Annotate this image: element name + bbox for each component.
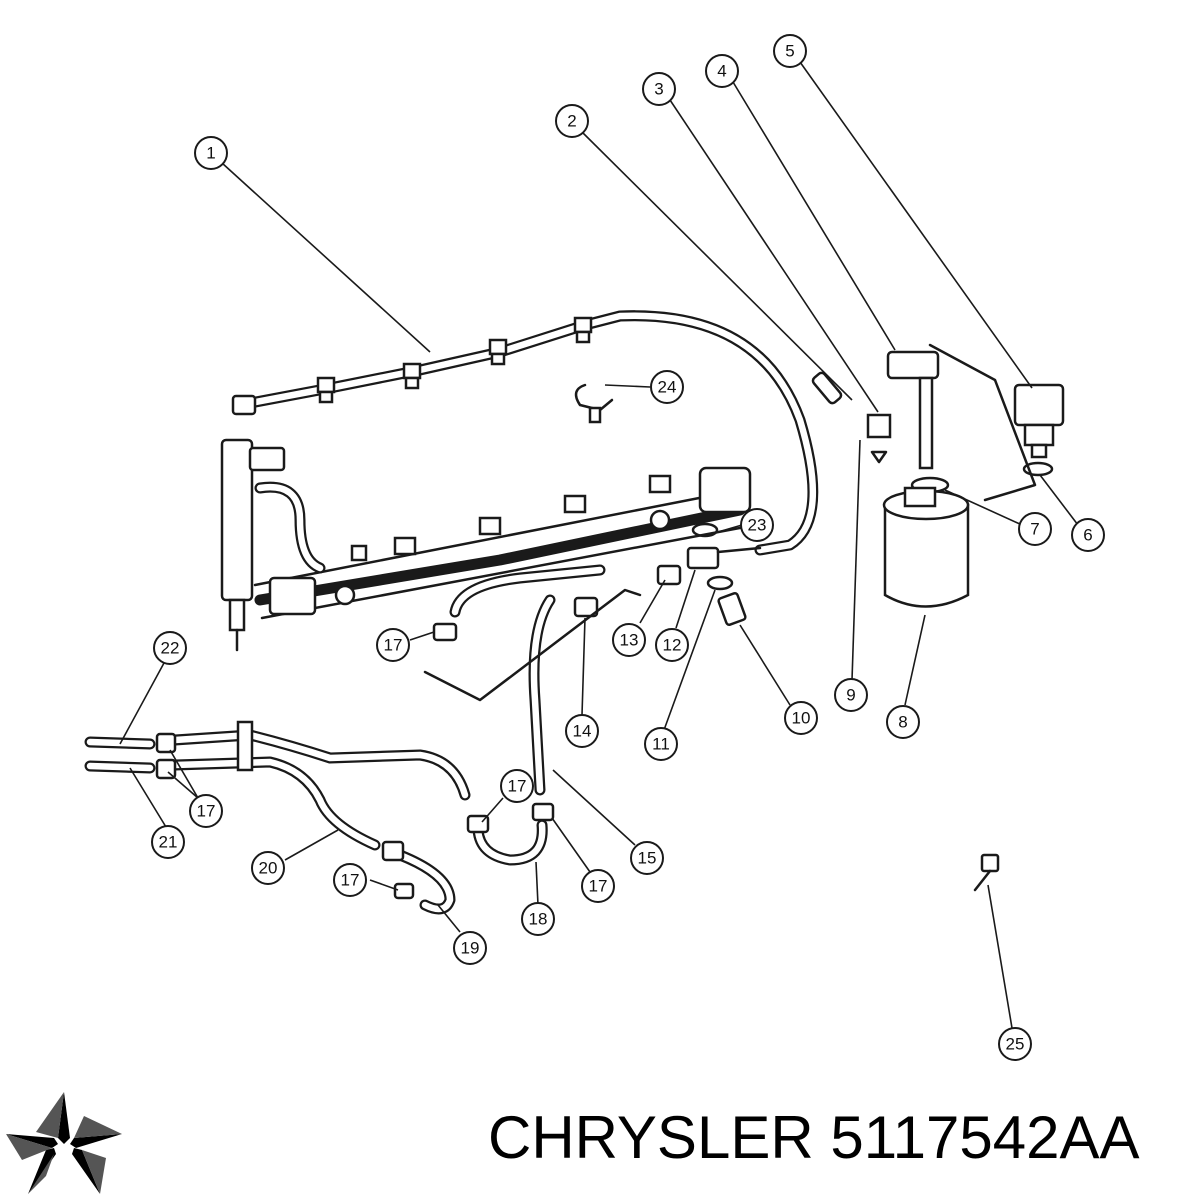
fuel-injector bbox=[220, 438, 286, 652]
callout-19: 19 bbox=[453, 931, 487, 965]
callout-1: 1 bbox=[194, 136, 228, 170]
callout-label: 5 bbox=[785, 42, 794, 61]
callout-label: 18 bbox=[529, 910, 548, 929]
brand-name: CHRYSLER bbox=[488, 1104, 814, 1171]
part-number: 5117542AA bbox=[830, 1104, 1140, 1171]
callout-label: 19 bbox=[461, 939, 480, 958]
callout-17b: 17 bbox=[189, 794, 223, 828]
callout-label: 13 bbox=[620, 631, 639, 650]
callout-24: 24 bbox=[650, 370, 684, 404]
callout-label: 6 bbox=[1083, 526, 1092, 545]
bolt-25 bbox=[973, 853, 1000, 892]
leader-lines bbox=[119, 61, 1079, 1029]
callout-label: 17 bbox=[384, 636, 403, 655]
callout-12: 12 bbox=[655, 628, 689, 662]
callout-label: 1 bbox=[206, 144, 215, 163]
callout-label: 14 bbox=[573, 722, 592, 741]
callout-label: 4 bbox=[717, 62, 726, 81]
callout-11: 11 bbox=[644, 727, 678, 761]
callout-label: 2 bbox=[567, 112, 576, 131]
callout-label: 21 bbox=[159, 833, 178, 852]
callout-8: 8 bbox=[886, 705, 920, 739]
callout-21: 21 bbox=[151, 825, 185, 859]
callout-label: 11 bbox=[652, 735, 670, 754]
callout-10: 10 bbox=[784, 701, 818, 735]
callout-4: 4 bbox=[705, 54, 739, 88]
clip-24 bbox=[574, 383, 614, 424]
callout-14: 14 bbox=[565, 714, 599, 748]
callout-label: 17 bbox=[589, 877, 608, 896]
callout-label: 9 bbox=[846, 686, 855, 705]
callout-17c: 17 bbox=[500, 769, 534, 803]
hose-connector-2 bbox=[811, 371, 843, 405]
callout-15: 15 bbox=[630, 841, 664, 875]
callout-label: 17 bbox=[341, 871, 360, 890]
callout-label: 15 bbox=[638, 849, 657, 868]
callout-17a: 17 bbox=[376, 628, 410, 662]
callout-23: 23 bbox=[740, 508, 774, 542]
callout-label: 22 bbox=[161, 639, 180, 658]
fitting-12 bbox=[686, 522, 762, 626]
callout-20: 20 bbox=[251, 851, 285, 885]
callout-17e: 17 bbox=[333, 863, 367, 897]
callout-label: 8 bbox=[898, 713, 907, 732]
fuel-return-line bbox=[231, 310, 819, 556]
fuel-filter bbox=[882, 476, 970, 608]
supply-lines bbox=[423, 564, 682, 796]
callout-label: 17 bbox=[508, 777, 527, 796]
callout-label: 17 bbox=[197, 802, 216, 821]
callout-label: 12 bbox=[663, 636, 682, 655]
sensor-assembly bbox=[866, 343, 1037, 502]
callout-label: 23 bbox=[748, 516, 767, 535]
callout-label: 7 bbox=[1030, 520, 1039, 539]
callout-label: 25 bbox=[1006, 1035, 1025, 1054]
callout-label: 24 bbox=[658, 378, 677, 397]
callout-6: 6 bbox=[1071, 518, 1105, 552]
callout-9: 9 bbox=[834, 678, 868, 712]
callout-18: 18 bbox=[521, 902, 555, 936]
pentastar-logo-icon bbox=[6, 1092, 122, 1194]
fuel-rail bbox=[253, 466, 752, 620]
callout-label: 10 bbox=[792, 709, 811, 728]
callout-label: 3 bbox=[654, 80, 663, 99]
part-title: CHRYSLER 5117542AA bbox=[488, 1108, 1140, 1168]
callout-17d: 17 bbox=[581, 869, 615, 903]
callout-13: 13 bbox=[612, 623, 646, 657]
fuel-filter-head bbox=[1013, 383, 1065, 477]
callout-22: 22 bbox=[153, 631, 187, 665]
callout-5: 5 bbox=[773, 34, 807, 68]
callout-2: 2 bbox=[555, 104, 589, 138]
callout-25: 25 bbox=[998, 1027, 1032, 1061]
callout-7: 7 bbox=[1018, 512, 1052, 546]
callout-label: 20 bbox=[259, 859, 278, 878]
callout-3: 3 bbox=[642, 72, 676, 106]
